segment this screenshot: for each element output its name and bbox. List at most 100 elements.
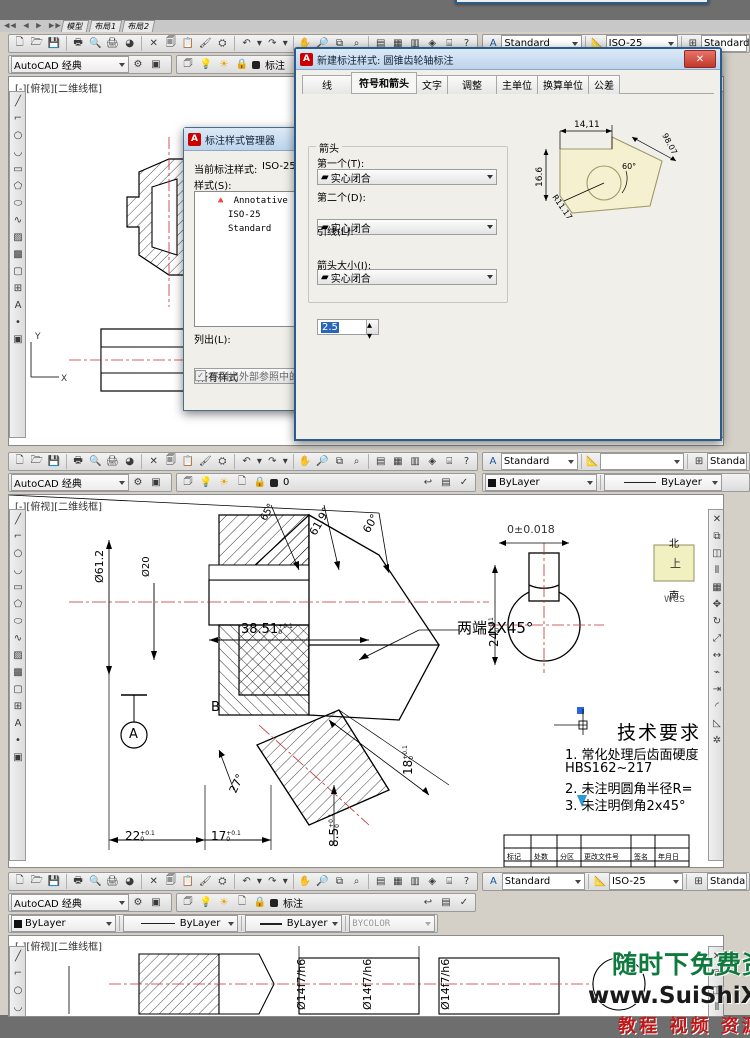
- offset-icon[interactable]: ⫴: [714, 564, 720, 576]
- layer-properties-icon[interactable]: 🗇: [183, 58, 193, 69]
- layer-color-swatch[interactable]: [252, 60, 260, 69]
- designcenter-icon[interactable]: ▦: [393, 456, 403, 467]
- zoom-icon[interactable]: 🔎: [316, 876, 329, 887]
- linetype-combo-2[interactable]: ByLayer: [604, 474, 722, 491]
- color-combo-2[interactable]: ByLayer: [485, 474, 597, 491]
- point-icon[interactable]: •: [15, 316, 21, 328]
- arrow-size-spinner[interactable]: ▴▾: [366, 320, 378, 342]
- spline-icon[interactable]: ∿: [13, 214, 23, 226]
- fillet-icon[interactable]: ◜: [715, 700, 719, 712]
- style-item-iso25[interactable]: ISO-25: [228, 210, 261, 220]
- style-item-standard[interactable]: Standard: [228, 224, 272, 234]
- blockeditor-icon[interactable]: ⛭: [218, 38, 227, 49]
- trim-icon[interactable]: ⌁: [713, 666, 721, 678]
- layer-previous-icon[interactable]: ↩: [423, 477, 433, 488]
- layer-properties-icon[interactable]: 🗇: [183, 896, 193, 907]
- ellipse-icon[interactable]: ⬭: [13, 615, 23, 627]
- lineweight-combo-3[interactable]: ByLayer: [244, 915, 343, 932]
- workspace-save-icon[interactable]: ▣: [151, 477, 161, 488]
- viewport-label-2[interactable]: [-][俯视][二维线框]: [15, 502, 103, 513]
- zoomwin-icon[interactable]: ⧉: [335, 456, 343, 467]
- layout-tab-model[interactable]: 模型: [60, 20, 90, 32]
- sheetset-icon[interactable]: ◈: [428, 456, 437, 467]
- copy-tool-icon[interactable]: ⧉: [713, 530, 721, 542]
- matchprop-icon[interactable]: 🖌: [198, 38, 212, 49]
- mirror-icon[interactable]: ◫: [712, 984, 722, 996]
- layer-lock-icon[interactable]: 🔒: [235, 59, 249, 70]
- copy-icon[interactable]: 🗐: [165, 37, 176, 48]
- block-icon[interactable]: ▣: [13, 333, 23, 345]
- tab-fit[interactable]: 调整: [447, 75, 497, 94]
- layer-freeze-icon[interactable]: ☀: [219, 477, 229, 488]
- dim-style-icon[interactable]: 📐: [594, 876, 607, 887]
- save-icon[interactable]: 💾: [47, 456, 61, 467]
- table-style-combo-2[interactable]: Standa: [707, 453, 748, 470]
- text-style-icon[interactable]: A: [489, 456, 497, 467]
- layout-tab-layout1[interactable]: 布局1: [88, 20, 123, 32]
- publish-icon[interactable]: 🖨: [106, 876, 119, 887]
- mtext-icon[interactable]: A: [14, 299, 22, 311]
- layer-color-swatch-3[interactable]: [270, 898, 278, 907]
- circle-icon[interactable]: ○: [13, 129, 23, 141]
- move-icon[interactable]: ✥: [712, 598, 722, 610]
- pan-icon[interactable]: ✋: [298, 456, 312, 467]
- toolpalette-icon[interactable]: ▥: [410, 38, 420, 49]
- undo-icon[interactable]: ↶: [242, 456, 251, 467]
- text-style-combo-3[interactable]: Standard: [501, 873, 586, 890]
- hatch-icon[interactable]: ▨: [13, 649, 23, 661]
- arc-icon[interactable]: ◡: [13, 564, 23, 576]
- polyline-icon[interactable]: ⌐: [13, 530, 23, 542]
- layer-lock-icon[interactable]: 🔒: [253, 897, 267, 908]
- copy-tool-icon[interactable]: ⧉: [713, 967, 721, 979]
- open-icon[interactable]: 🗁: [30, 455, 43, 466]
- text-style-icon[interactable]: A: [489, 876, 497, 887]
- layer-previous-icon[interactable]: ↩: [423, 897, 433, 908]
- table-style-combo-3[interactable]: Standa: [706, 873, 747, 890]
- new-icon[interactable]: 🗋: [15, 455, 24, 466]
- layer-make-current-icon[interactable]: ✓: [459, 477, 469, 488]
- circle-icon[interactable]: ○: [13, 547, 23, 559]
- close-icon[interactable]: ✕: [684, 50, 716, 68]
- pan-icon[interactable]: ✋: [298, 38, 312, 49]
- sheetset-icon[interactable]: ◈: [428, 876, 437, 887]
- dim-style-combo-3[interactable]: ISO-25: [608, 873, 684, 890]
- undo-dropdown-icon[interactable]: ▾: [256, 456, 262, 467]
- 3dprint-icon[interactable]: ◕: [125, 38, 134, 49]
- toolpalette-icon[interactable]: ▥: [410, 876, 420, 887]
- workspace-combo-2[interactable]: AutoCAD 经典: [11, 474, 129, 491]
- markup-icon[interactable]: ⌸: [446, 876, 453, 887]
- dim-style-icon[interactable]: 📐: [586, 456, 599, 467]
- tab-symbols-arrows[interactable]: 符号和箭头: [351, 72, 417, 93]
- workspace-save-icon[interactable]: ▣: [151, 59, 161, 70]
- polyline-icon[interactable]: ⌐: [13, 112, 23, 124]
- dim-style-icon[interactable]: 📐: [591, 38, 604, 49]
- table-style-icon[interactable]: ⊞: [688, 38, 698, 49]
- undo-icon[interactable]: ↶: [242, 38, 251, 49]
- tab-nav-icons[interactable]: ◀◀ ◀ ▶ ▶▶: [4, 21, 62, 31]
- copy-icon[interactable]: 🗐: [165, 455, 176, 466]
- tab-primary-units[interactable]: 主单位: [496, 75, 538, 94]
- rotate-icon[interactable]: ↻: [712, 615, 722, 627]
- help-icon[interactable]: ?: [463, 876, 470, 887]
- block-icon[interactable]: ▣: [13, 751, 23, 763]
- polygon-icon[interactable]: ⬠: [13, 598, 23, 610]
- layer-freeze-icon[interactable]: ☀: [219, 59, 229, 70]
- erase-tool-icon[interactable]: ✕: [712, 950, 722, 962]
- tab-text[interactable]: 文字: [416, 75, 448, 94]
- paste-icon[interactable]: 📋: [181, 876, 195, 887]
- table-icon[interactable]: ⊞: [13, 282, 23, 294]
- zoomwin-icon[interactable]: ⧉: [335, 876, 343, 887]
- first-arrow-combo[interactable]: ▰ 实心闭合: [317, 169, 497, 185]
- layer-color-swatch-2[interactable]: [270, 478, 278, 487]
- publish-icon[interactable]: 🖨: [106, 38, 119, 49]
- preview-icon[interactable]: 🔍: [89, 456, 102, 467]
- text-style-icon[interactable]: A: [489, 38, 497, 49]
- workspace-save-icon[interactable]: ▣: [151, 897, 161, 908]
- properties-icon[interactable]: ▤: [376, 876, 386, 887]
- layer-plot-icon[interactable]: 🗋: [237, 476, 247, 487]
- save-icon[interactable]: 💾: [47, 38, 61, 49]
- matchprop-icon[interactable]: 🖌: [198, 456, 212, 467]
- table-icon[interactable]: ⊞: [13, 700, 23, 712]
- table-style-icon[interactable]: ⊞: [694, 456, 704, 467]
- point-icon[interactable]: •: [15, 734, 21, 746]
